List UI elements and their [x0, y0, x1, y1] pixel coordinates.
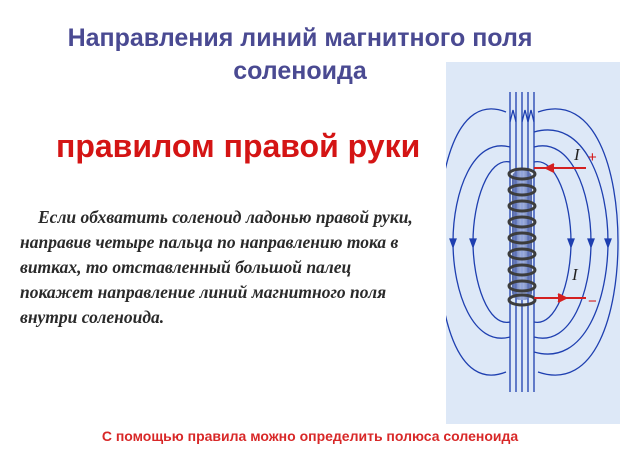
coil-turns [507, 167, 537, 307]
current-label-top: I [573, 145, 581, 164]
outer-field-lines-right [533, 108, 619, 376]
outer-field-lines-left [446, 108, 511, 376]
bottom-note: С помощью правила можно определить полюс… [101, 428, 519, 444]
positive-sign: + [588, 149, 597, 166]
solenoid-diagram: I + I − [446, 62, 620, 424]
page-title: Направления линий магнитного поля солено… [67, 24, 533, 85]
current-label-bottom: I [571, 265, 579, 284]
rule-description: Если обхватить соленоид ладонью правой р… [20, 207, 413, 327]
current-wires [534, 163, 586, 303]
rule-heading: правилом правой руки [56, 128, 421, 164]
negative-sign: − [588, 293, 597, 310]
